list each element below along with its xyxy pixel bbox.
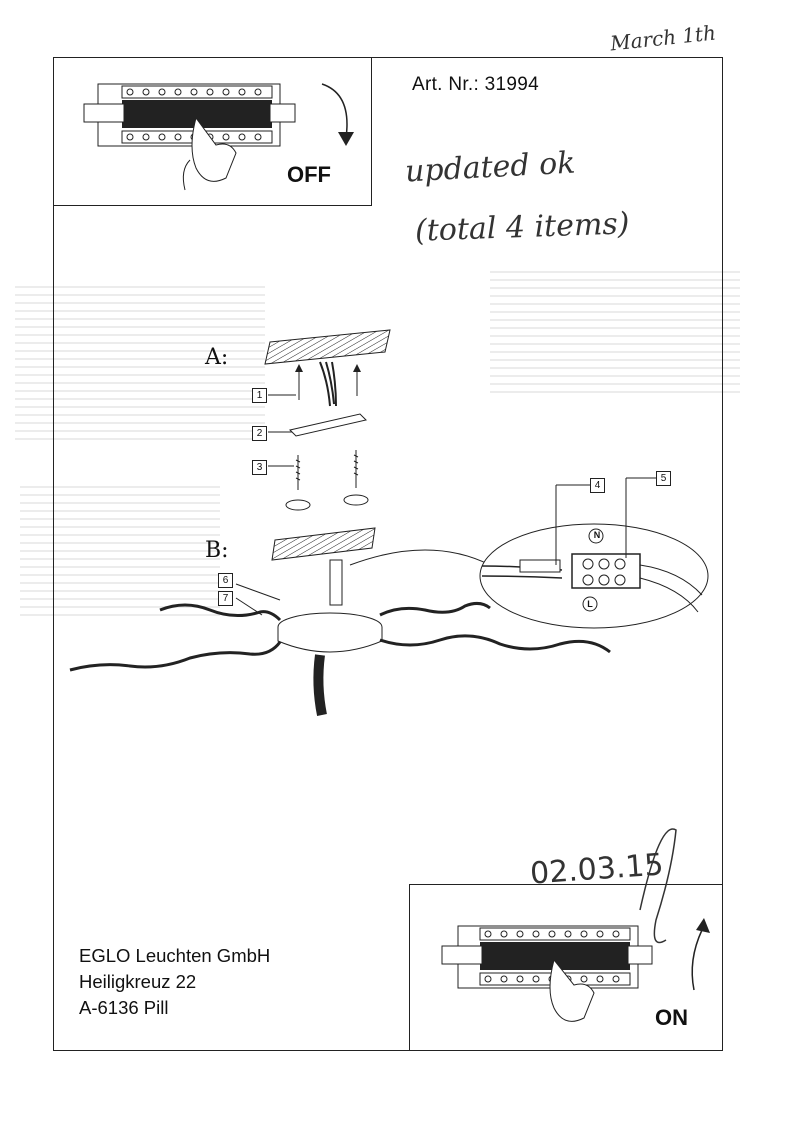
section-a-label: A: (205, 345, 229, 370)
callout-4: 4 (590, 478, 605, 493)
show-through-text (15, 280, 265, 440)
callout-3: 3 (252, 460, 267, 475)
article-number: Art. Nr.: 31994 (412, 74, 540, 95)
switch-on-panel (409, 884, 723, 1051)
callout-2: 2 (252, 426, 267, 441)
callout-6: 6 (218, 573, 233, 588)
section-b-label: B: (205, 538, 229, 563)
callout-5: 5 (656, 471, 671, 486)
company-name: EGLO Leuchten GmbH (79, 945, 271, 966)
on-label: ON (655, 1005, 688, 1030)
off-label: OFF (287, 162, 331, 187)
breaker-panel-on (441, 918, 710, 1022)
mounting-diagram-b (69, 527, 611, 716)
mounting-diagram-a (264, 329, 391, 511)
callout-1: 1 (252, 388, 267, 403)
switch-off-panel (53, 57, 372, 206)
page-frame (53, 57, 723, 1051)
breaker-panel-off (83, 83, 354, 191)
show-through-text (490, 265, 740, 395)
company-address: EGLO Leuchten GmbH Heiligkreuz 22 A-6136… (79, 943, 270, 1021)
company-street: Heiligkreuz 22 (79, 971, 197, 992)
terminal-n-label: N (593, 530, 601, 540)
company-city: A-6136 Pill (79, 997, 169, 1018)
signature-mark (639, 828, 677, 944)
callout-7: 7 (218, 591, 233, 606)
terminal-l-label: L (587, 599, 593, 609)
terminal-detail (479, 477, 709, 629)
